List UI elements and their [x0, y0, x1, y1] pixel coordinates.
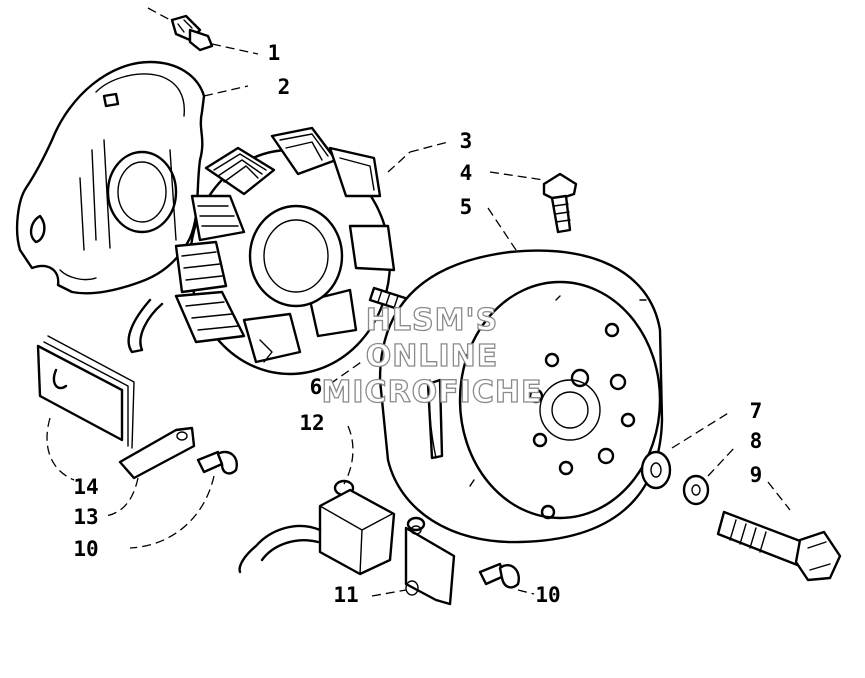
leader-9 — [767, 481, 791, 511]
leader-11 — [371, 589, 407, 597]
leader-12 — [343, 425, 354, 485]
leader-6 — [329, 359, 365, 385]
watermark-line-2: ONLINE — [366, 339, 499, 374]
leader-5 — [487, 207, 517, 251]
callout-11: 11 — [333, 583, 358, 607]
part-7-washer — [640, 450, 672, 490]
callout-9: 9 — [750, 463, 763, 487]
leader-14 — [46, 417, 75, 481]
callout-10-right: 10 — [535, 583, 560, 607]
callout-10-left: 10 — [73, 537, 98, 561]
part-14-module — [36, 335, 135, 449]
leader-1 — [211, 43, 259, 55]
part-9-bolt — [716, 510, 842, 582]
leader-3b — [409, 141, 449, 153]
callout-14: 14 — [73, 475, 98, 499]
callout-8: 8 — [750, 429, 763, 453]
callout-5: 5 — [460, 195, 473, 219]
callout-6: 6 — [310, 375, 323, 399]
part-2-housing — [15, 60, 206, 295]
callout-12: 12 — [299, 411, 324, 435]
callout-1: 1 — [268, 41, 281, 65]
callout-7: 7 — [750, 399, 763, 423]
part-1-screw — [147, 7, 214, 52]
leader-10b — [517, 589, 535, 595]
part-3-stator — [127, 126, 396, 376]
callout-4: 4 — [460, 161, 473, 185]
leader-3 — [387, 151, 411, 173]
leader-7 — [671, 411, 731, 449]
part-4-bolt — [542, 172, 578, 234]
leader-10a — [129, 475, 215, 549]
part-8-lockwasher — [682, 474, 710, 506]
leader-13 — [105, 477, 139, 517]
leader-4 — [489, 171, 545, 181]
part-13-bracket — [118, 426, 196, 480]
part-12-trigger-module — [238, 479, 426, 576]
callout-2: 2 — [278, 75, 291, 99]
leader-2 — [203, 85, 249, 97]
part-10-screw-right — [478, 562, 520, 589]
watermark-line-3: MICROFICHE — [322, 375, 543, 410]
watermark-line-1: HLSM'S — [366, 303, 498, 338]
callout-13: 13 — [73, 505, 98, 529]
part-11-bracket — [404, 525, 456, 606]
watermark: HLSM'S ONLINE MICROFICHE — [321, 302, 543, 410]
callout-3: 3 — [460, 129, 473, 153]
part-5-flywheel — [378, 249, 664, 544]
callout-labels: 1 2 3 4 5 6 7 8 9 10 10 11 12 13 14 — [73, 41, 762, 607]
part-10-screw-left — [196, 450, 238, 475]
leader-8 — [707, 445, 737, 477]
